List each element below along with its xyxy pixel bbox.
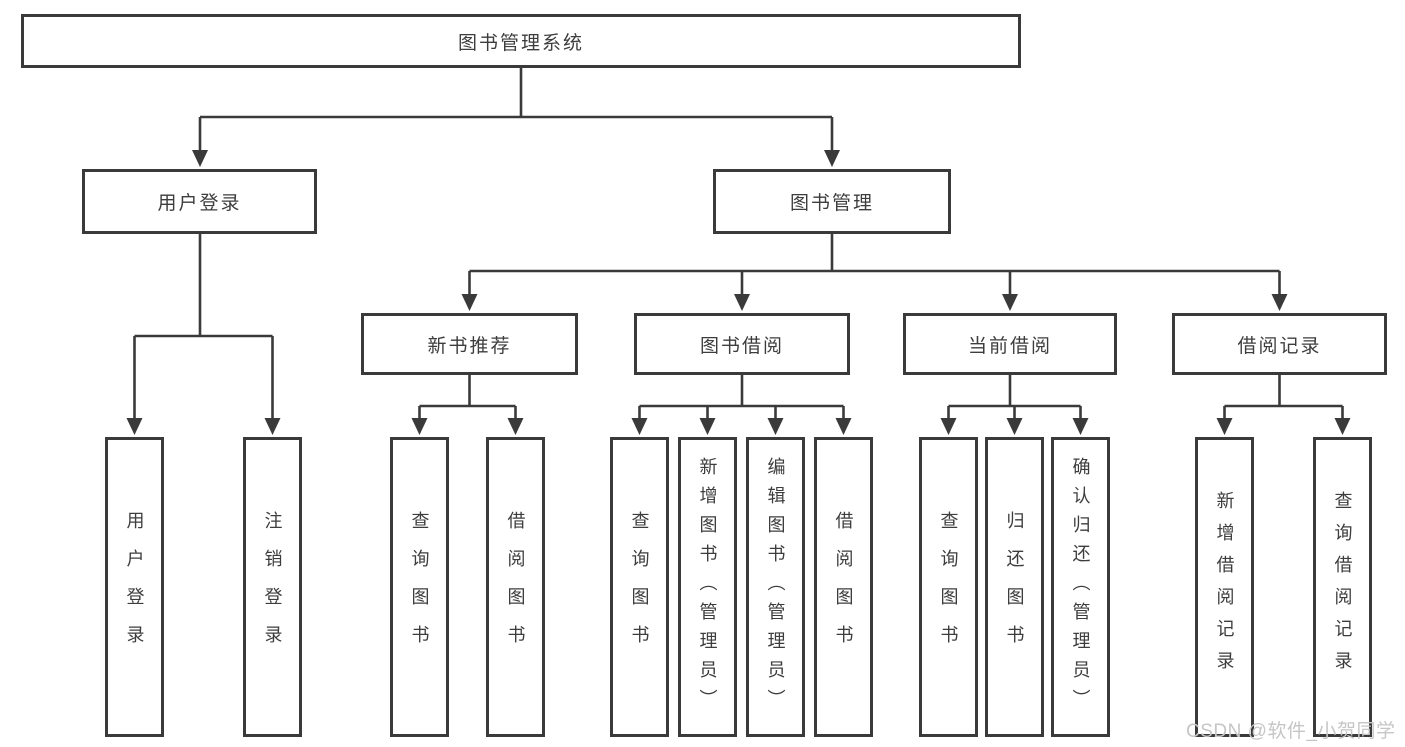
leaf-current-query: 查询图书 bbox=[919, 437, 978, 737]
leaf-newbook-query: 查询图书 bbox=[390, 437, 449, 737]
leaf-newbook-borrow-label: 借阅图书 bbox=[505, 511, 526, 663]
leaf-borrow-query: 查询图书 bbox=[610, 437, 669, 737]
leaf-current-confirm-label: 确认归还（管理员） bbox=[1070, 456, 1091, 718]
node-current-borrow: 当前借阅 bbox=[903, 313, 1117, 375]
watermark: CSDN @软件_小贺同学 bbox=[1186, 721, 1396, 742]
leaf-newbook-query-label: 查询图书 bbox=[409, 511, 430, 663]
leaf-borrow-borrow-label: 借阅图书 bbox=[833, 511, 854, 663]
leaf-record-add: 新增借阅记录 bbox=[1195, 437, 1254, 737]
node-new-book-recommend-label: 新书推荐 bbox=[427, 335, 512, 357]
leaf-borrow-edit-label: 编辑图书（管理员） bbox=[765, 456, 786, 718]
leaf-user-login-label: 用户登录 bbox=[124, 511, 145, 663]
node-user-login: 用户登录 bbox=[82, 169, 317, 234]
node-book-borrow-label: 图书借阅 bbox=[699, 335, 784, 357]
node-book-management: 图书管理 bbox=[713, 169, 951, 234]
node-borrow-records: 借阅记录 bbox=[1172, 313, 1387, 375]
leaf-borrow-edit: 编辑图书（管理员） bbox=[746, 437, 805, 737]
leaf-current-confirm: 确认归还（管理员） bbox=[1051, 437, 1110, 737]
node-root-label: 图书管理系统 bbox=[457, 32, 584, 54]
leaf-current-return-label: 归还图书 bbox=[1004, 511, 1025, 663]
node-current-borrow-label: 当前借阅 bbox=[967, 335, 1052, 357]
leaf-borrow-add-label: 新增图书（管理员） bbox=[697, 456, 718, 718]
leaf-logout-label: 注销登录 bbox=[262, 511, 283, 663]
leaf-current-return: 归还图书 bbox=[985, 437, 1044, 737]
node-root: 图书管理系统 bbox=[21, 14, 1021, 68]
node-book-borrow: 图书借阅 bbox=[634, 313, 850, 375]
node-new-book-recommend: 新书推荐 bbox=[361, 313, 578, 375]
node-user-login-label: 用户登录 bbox=[157, 193, 242, 214]
leaf-newbook-borrow: 借阅图书 bbox=[486, 437, 545, 737]
node-borrow-records-label: 借阅记录 bbox=[1237, 335, 1322, 357]
leaf-record-query: 查询借阅记录 bbox=[1313, 437, 1372, 737]
leaf-current-query-label: 查询图书 bbox=[938, 511, 959, 663]
leaf-record-add-label: 新增借阅记录 bbox=[1214, 491, 1235, 683]
leaf-borrow-borrow: 借阅图书 bbox=[814, 437, 873, 737]
leaf-record-query-label: 查询借阅记录 bbox=[1332, 491, 1353, 683]
leaf-logout: 注销登录 bbox=[243, 437, 302, 737]
leaf-user-login: 用户登录 bbox=[105, 437, 164, 737]
node-book-management-label: 图书管理 bbox=[789, 193, 874, 214]
leaf-borrow-add: 新增图书（管理员） bbox=[678, 437, 737, 737]
arrowheads bbox=[126, 150, 1351, 435]
leaf-borrow-query-label: 查询图书 bbox=[629, 511, 650, 663]
